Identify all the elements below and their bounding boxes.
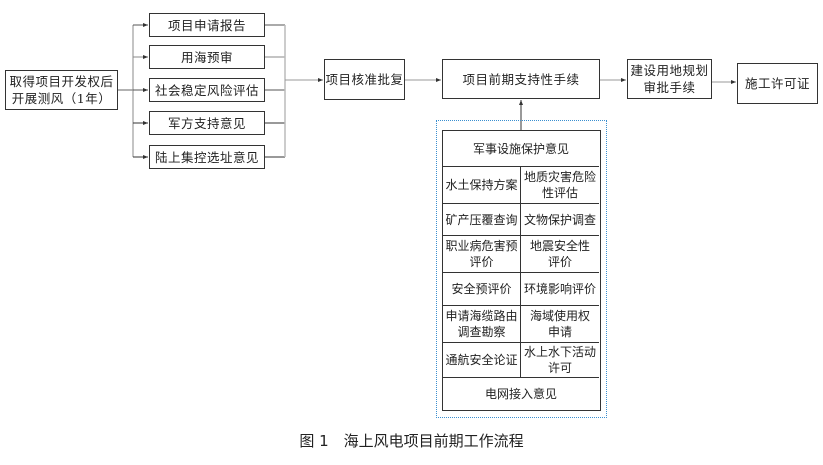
- start-box: 取得项目开发权后 开展测风（1年）: [5, 70, 118, 110]
- parallel-item-social-risk: 社会稳定风险评估: [149, 78, 265, 102]
- table-cell: 水土保持方案: [443, 167, 521, 204]
- table-cell: 职业病危害预 评价: [443, 236, 521, 273]
- support-docs-table: 军事设施保护意见 水土保持方案 地质灾害危险 性评估 矿产压覆查询 文物保护调查…: [442, 130, 601, 411]
- table-cell: 海域使用权 申请: [521, 306, 599, 343]
- table-cell: 申请海缆路由 调查勘察: [443, 306, 521, 343]
- support-docs-frame: [436, 120, 607, 418]
- table-cell: 通航安全论证: [443, 343, 521, 378]
- table-cell: 地质灾害危险 性评估: [521, 167, 599, 204]
- table-cell: 地震安全性 评价: [521, 236, 599, 273]
- table-cell: 水上水下活动 许可: [521, 343, 599, 378]
- table-cell-top: 军事设施保护意见: [443, 131, 599, 167]
- support-procedures-box: 项目前期支持性手续: [442, 59, 600, 99]
- approval-box: 项目核准批复: [324, 59, 405, 100]
- parallel-item-military-support: 军方支持意见: [149, 111, 265, 135]
- table-cell: 环境影响评价: [521, 273, 599, 306]
- table-cell: 文物保护调查: [521, 204, 599, 236]
- figure-caption: 图 1 海上风电项目前期工作流程: [299, 432, 524, 450]
- parallel-item-sea-use-preexam: 用海预审: [149, 45, 265, 69]
- construction-permit-box: 施工许可证: [737, 63, 818, 104]
- table-cell: 安全预评价: [443, 273, 521, 306]
- parallel-item-application-report: 项目申请报告: [149, 13, 265, 37]
- parallel-item-onshore-site: 陆上集控选址意见: [149, 145, 265, 169]
- land-planning-box: 建设用地规划 审批手续: [627, 59, 712, 99]
- table-cell-bottom: 电网接入意见: [484, 386, 557, 401]
- table-cell: 矿产压覆查询: [443, 204, 521, 236]
